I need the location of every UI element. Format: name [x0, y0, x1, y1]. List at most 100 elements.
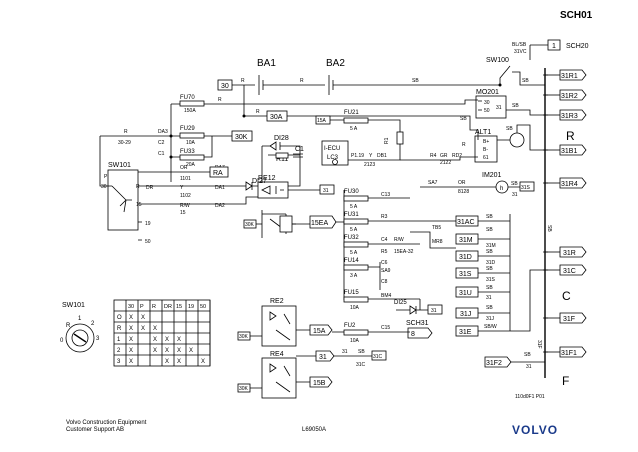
relay-label: RE12	[258, 175, 276, 182]
wire-label: SB	[486, 266, 493, 272]
diode-di28	[262, 141, 301, 187]
wire-label: 15EA-32	[394, 249, 414, 255]
svg-text:31R4: 31R4	[561, 181, 578, 188]
fuse-id: FU29	[180, 126, 195, 132]
fuse-id: FU33	[180, 149, 195, 155]
footer-company: Volvo Construction Equipment Customer Su…	[66, 420, 146, 434]
wire-label: C13	[381, 192, 390, 198]
re4-contacts	[269, 363, 291, 393]
table-row-label: O	[117, 315, 122, 321]
table-row-label: 3	[117, 359, 121, 365]
wire-label: SB	[486, 227, 493, 233]
wire-label: DA1	[215, 185, 225, 191]
sheet-ref-8	[407, 327, 433, 339]
module-label: IM201	[482, 172, 502, 179]
wire-label: 2122	[440, 160, 451, 166]
wire	[497, 124, 545, 151]
switch-label: SW100	[486, 57, 509, 64]
connector-31AC: 31AC	[455, 215, 479, 227]
wire-label: R	[256, 109, 260, 115]
terminal: 50	[484, 108, 490, 114]
fuse-body	[343, 117, 369, 124]
table-header: P	[140, 304, 144, 310]
terminal: 31	[496, 105, 502, 111]
diode-label: DI27	[252, 178, 267, 185]
wire-label: 31J	[486, 316, 495, 322]
fuse-rating: 5 A	[350, 126, 358, 132]
svg-text:31R2: 31R2	[561, 93, 578, 100]
wire	[99, 136, 112, 187]
zone-label: C	[562, 289, 571, 303]
wire-label: SB	[511, 181, 518, 187]
wire-label: SB	[486, 214, 493, 220]
svg-text:FU30: FU30	[344, 189, 359, 195]
svg-text:5 A: 5 A	[350, 204, 358, 210]
wire-label: SB	[486, 249, 493, 255]
wire-label: DR	[146, 185, 154, 191]
wire-label: 50	[145, 239, 151, 245]
sheet-ref-label: SCH31	[406, 320, 429, 327]
wire-label: SA7	[428, 180, 438, 186]
diode-label: DI28	[274, 135, 289, 142]
connector-31D: 31D	[455, 250, 479, 262]
svg-text:31D: 31D	[459, 254, 472, 261]
connector-31M: 31M	[455, 233, 479, 245]
wire-label: C2	[158, 140, 165, 146]
wire-label: R	[218, 97, 222, 103]
wire-label: SB	[486, 285, 493, 291]
wire-label: DA3	[158, 129, 168, 135]
doc-ref: 110d0F1 P01	[515, 394, 545, 400]
junction	[498, 83, 502, 87]
node-box	[427, 304, 443, 315]
table-cell: X	[189, 348, 193, 354]
wire-label: MR8	[432, 239, 443, 245]
wire-label: SB	[524, 352, 531, 358]
fuse-FU14: FU14 3 A	[343, 258, 369, 279]
footer-doc-code: L69050A	[302, 427, 327, 433]
node-label: 15EA	[311, 220, 328, 227]
wire-label: TB5	[432, 225, 441, 231]
svg-text:10A: 10A	[350, 338, 360, 344]
wire-label: BL/SB	[512, 42, 527, 48]
switch-label: SW101	[108, 162, 131, 169]
node-label: 30K	[245, 222, 255, 228]
wire-label: C8	[381, 279, 388, 285]
wire-label: Y	[369, 153, 373, 159]
node-label: 30K	[239, 334, 249, 340]
table-cell: X	[141, 326, 145, 332]
battery-label: BA1	[257, 58, 276, 69]
fuse-FU31: FU31 5 A	[343, 212, 369, 233]
wire-label: 8128	[458, 189, 469, 195]
svg-text:10A: 10A	[350, 305, 360, 311]
output-31B1: 31B1	[559, 144, 587, 156]
wire-label: RD2	[452, 153, 462, 159]
fuse-FU30: FU30 5 A	[343, 189, 369, 210]
table-cell: X	[129, 337, 133, 343]
wire-label: OR	[180, 165, 188, 171]
wire-label: R	[124, 129, 128, 135]
connector-31S: 31S	[455, 267, 479, 279]
output-31	[315, 350, 335, 362]
node-label: 15A	[317, 118, 327, 124]
wire	[171, 99, 478, 105]
sw101-box	[107, 169, 139, 231]
table-cell: X	[141, 315, 145, 321]
r11-resistor	[275, 152, 289, 159]
table-cell: X	[165, 337, 169, 343]
wire-label: 31	[486, 295, 492, 301]
wire	[400, 156, 478, 161]
re2-box	[261, 305, 297, 347]
wire-label: SB	[358, 349, 365, 355]
wire-label: C15	[381, 325, 390, 331]
wire-label: SB	[546, 225, 552, 232]
wire-label: R3	[381, 214, 388, 220]
wire-label: SB	[522, 78, 529, 84]
re2-contacts	[269, 311, 291, 341]
wire-label: C6	[381, 260, 388, 266]
wire-label: R	[462, 142, 466, 148]
starter-label: MO201	[476, 89, 499, 96]
output-31F2: 31F2	[484, 356, 512, 368]
junction	[169, 155, 173, 159]
alt1-box	[474, 135, 498, 163]
wire-label: 30-29	[118, 140, 131, 146]
